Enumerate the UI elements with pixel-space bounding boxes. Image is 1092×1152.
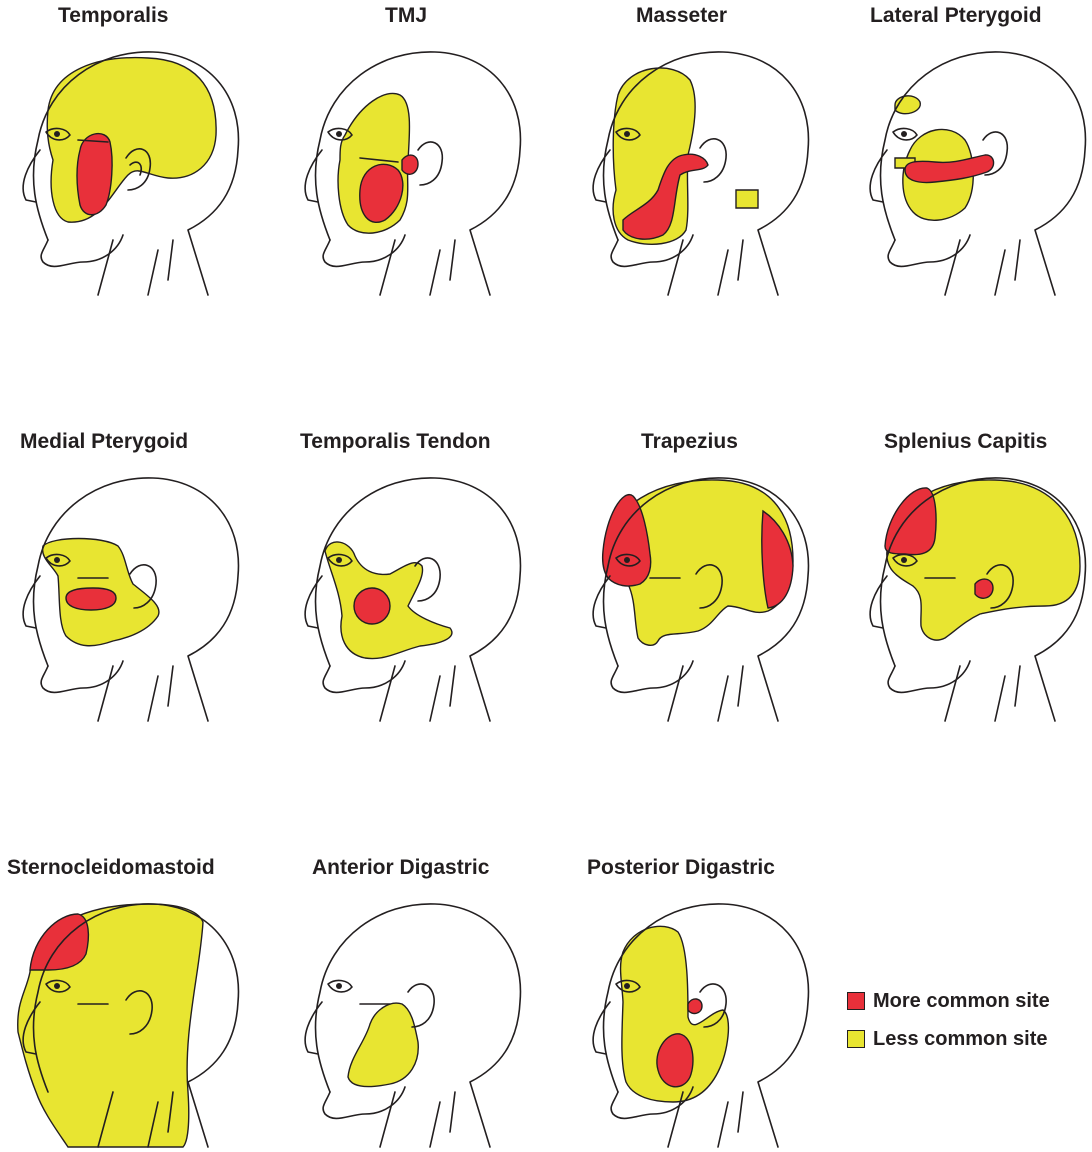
more-common-zone (66, 588, 116, 610)
more-common-zone (354, 588, 390, 624)
more-common-zone (688, 999, 702, 1014)
legend-label-more-common: More common site (873, 990, 1050, 1013)
legend: More common site Less common site (847, 986, 1050, 1062)
panel-title-masseter: Masseter (636, 4, 727, 28)
head-medial-pterygoid-icon (8, 466, 248, 726)
more-common-zone (975, 579, 993, 598)
panel-title-splenius-capitis: Splenius Capitis (884, 430, 1047, 454)
panel-title-tmj: TMJ (385, 4, 427, 28)
panel-title-lateral-pterygoid: Lateral Pterygoid (870, 4, 1042, 28)
head-temporalis-icon (8, 40, 248, 300)
more-common-zone (402, 155, 418, 174)
head-masseter-icon (578, 40, 818, 300)
panel-title-posterior-digastric: Posterior Digastric (587, 856, 775, 880)
panel-title-temporalis: Temporalis (58, 4, 168, 28)
legend-item-more-common: More common site (847, 986, 1050, 1016)
head-trapezius-icon (578, 466, 818, 726)
more-common-zone (77, 134, 112, 215)
panel-title-sternocleidomastoid: Sternocleidomastoid (7, 856, 215, 880)
head-anterior-digastric-icon (290, 892, 530, 1152)
head-lateral-pterygoid-icon (855, 40, 1092, 300)
panel-title-anterior-digastric: Anterior Digastric (312, 856, 489, 880)
more-common-swatch-icon (847, 992, 865, 1010)
legend-label-less-common: Less common site (873, 1028, 1048, 1051)
panel-title-temporalis-tendon: Temporalis Tendon (300, 430, 491, 454)
panel-title-medial-pterygoid: Medial Pterygoid (20, 430, 188, 454)
less-common-zone (348, 1003, 418, 1086)
head-sternocleidomastoid-icon (8, 892, 248, 1152)
head-splenius-capitis-icon (855, 466, 1092, 726)
head-temporalis-tendon-icon (290, 466, 530, 726)
legend-item-less-common: Less common site (847, 1024, 1050, 1054)
less-common-swatch-icon (847, 1030, 865, 1048)
head-tmj-icon (290, 40, 530, 300)
panel-title-trapezius: Trapezius (641, 430, 738, 454)
more-common-zone (30, 914, 88, 970)
less-common-zone (736, 190, 758, 208)
less-common-zone (47, 58, 216, 223)
head-posterior-digastric-icon (578, 892, 818, 1152)
